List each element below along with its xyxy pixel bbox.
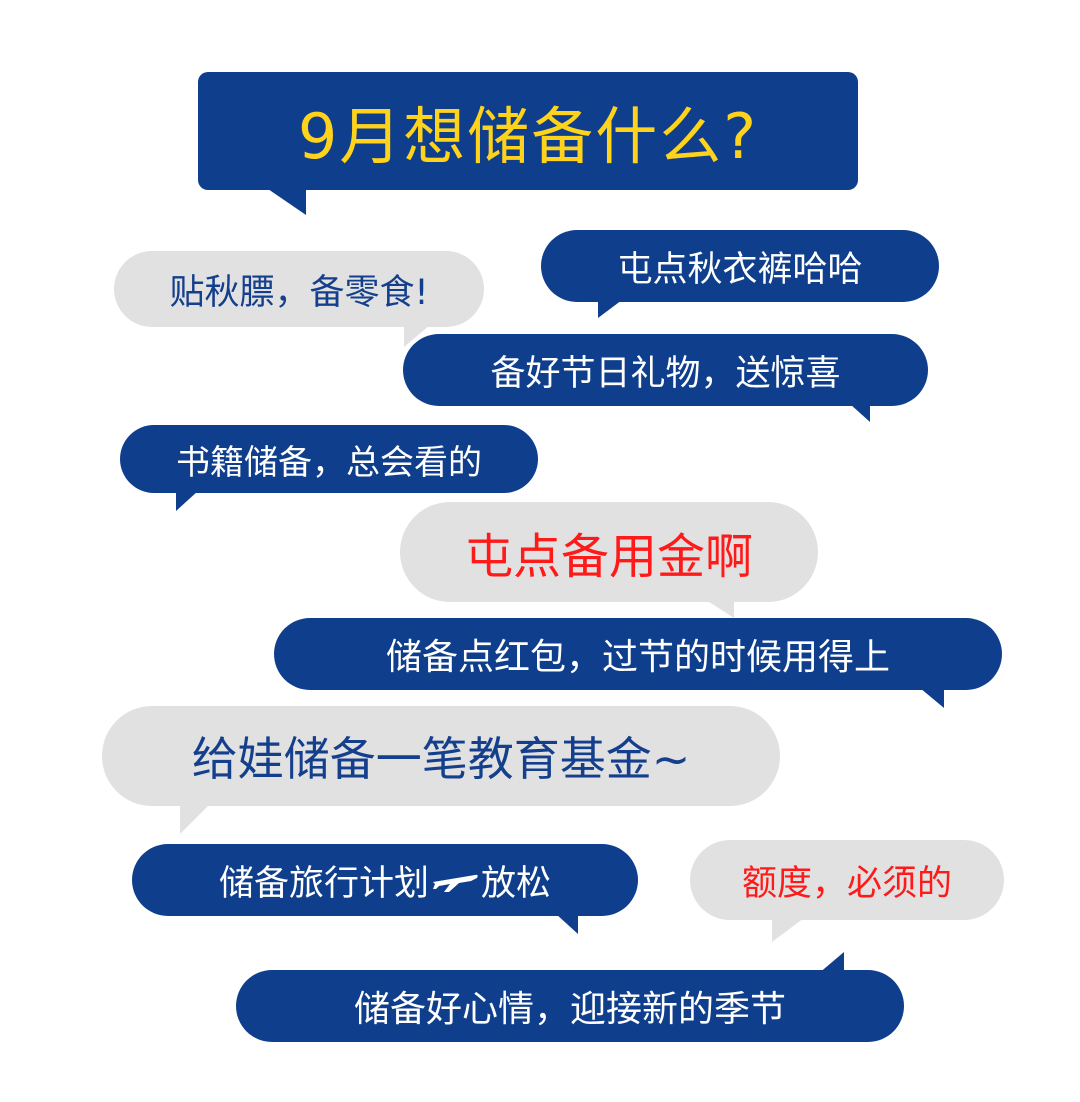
speech-bubble-education-fund: 给娃储备一笔教育基金~: [102, 706, 780, 806]
speech-bubble-autumn-clothes: 屯点秋衣裤哈哈: [541, 230, 939, 302]
bubble-tail: [706, 600, 734, 618]
speech-bubble-snacks: 贴秋膘，备零食!: [114, 251, 484, 327]
speech-bubble-good-mood: 储备好心情，迎接新的季节: [236, 970, 904, 1042]
speech-bubble-gifts: 备好节日礼物，送惊喜: [403, 334, 928, 406]
speech-bubble-reserve-fund: 屯点备用金啊: [400, 502, 818, 602]
bubble-tail: [818, 952, 844, 974]
title-bubble-tail: [268, 189, 306, 215]
bubble-tail: [920, 688, 944, 708]
bubble-tail: [176, 491, 198, 511]
bubble-text: 储备好心情，迎接新的季节: [353, 989, 786, 1030]
bubble-tail: [556, 914, 578, 934]
page-title: 9月想储备什么?: [297, 100, 759, 173]
bubble-text: 备好节日礼物，送惊喜: [490, 353, 841, 394]
bubble-text: 储备旅行计划: [218, 863, 429, 904]
bubble-text: 贴秋膘，备零食!: [169, 272, 429, 313]
speech-bubble-travel: 储备旅行计划 放松: [132, 844, 638, 916]
title-bubble: 9月想储备什么?: [198, 72, 858, 190]
bubble-text: 屯点秋衣裤哈哈: [617, 249, 863, 290]
bubble-tail: [772, 918, 804, 942]
bubble-text: 书籍储备，总会看的: [176, 442, 482, 483]
airplane-icon: [431, 865, 479, 895]
bubble-text: 额度，必须的: [741, 863, 952, 904]
bubble-text: 屯点备用金啊: [464, 529, 753, 585]
bubble-tail: [598, 300, 622, 318]
speech-bubble-books: 书籍储备，总会看的: [120, 425, 538, 493]
bubble-text: 放松: [481, 863, 552, 904]
speech-bubble-red-packets: 储备点红包，过节的时候用得上: [274, 618, 1002, 690]
bubble-text: 储备点红包，过节的时候用得上: [385, 637, 890, 678]
bubble-tail: [180, 804, 210, 834]
speech-bubble-credit-limit: 额度，必须的: [690, 840, 1004, 920]
bubble-tail: [850, 404, 870, 422]
bubble-text: 给娃储备一笔教育基金~: [191, 732, 691, 786]
